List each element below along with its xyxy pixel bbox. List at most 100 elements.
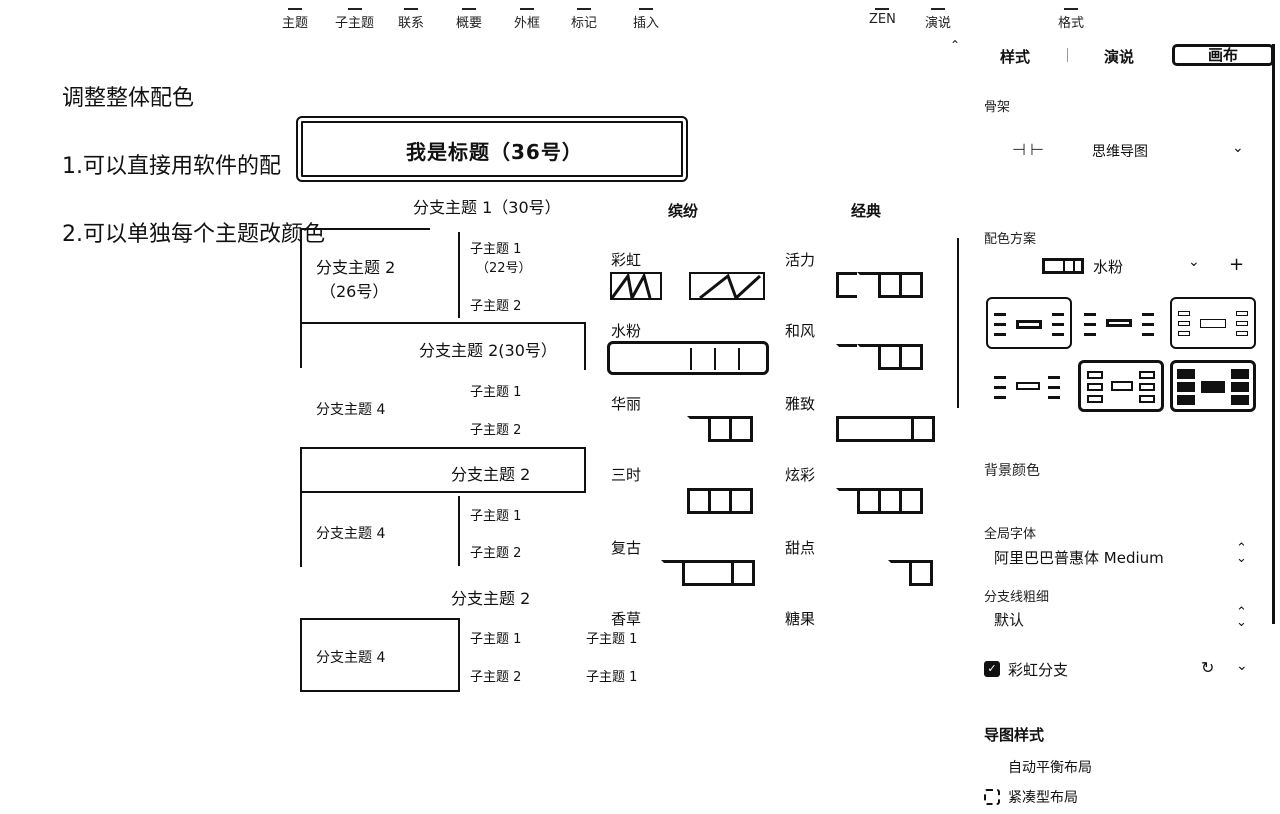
map-layout-tile-5[interactable] — [1078, 360, 1164, 412]
summary-icon — [462, 0, 476, 10]
branch-topic-2[interactable]: 分支主题 2 — [451, 589, 531, 608]
branch-topic-4[interactable]: 分支主题 4 — [316, 650, 386, 666]
subtopic-1-22-size: （22号） — [476, 261, 532, 276]
toolbar-summary-button[interactable]: 概要 — [456, 0, 482, 31]
branch-line-width-select[interactable]: 默认 — [994, 611, 1025, 629]
tab-pitch[interactable]: 演说 — [1104, 48, 1135, 66]
scheme-candy-label: 糖果 — [785, 610, 816, 628]
scheme-elegant-label: 雅致 — [785, 395, 816, 413]
toolbar-pitch-button[interactable]: 演说 — [925, 0, 951, 31]
scheme-elegant-swatch[interactable] — [836, 416, 935, 444]
skeleton-label: 骨架 — [984, 100, 1011, 115]
subtopic-2[interactable]: 子主题 2 — [470, 546, 522, 561]
branch-topic-4[interactable]: 分支主题 4 — [316, 402, 386, 418]
toolbar-relation-button[interactable]: 联系 — [398, 0, 424, 31]
scheme-gorgeous-swatch[interactable] — [687, 416, 753, 444]
palette-column-classic: 经典 — [851, 202, 882, 220]
rainbow-branch-label: 彩虹分支 — [1008, 661, 1069, 679]
scheme-gouache-swatch-selected[interactable] — [607, 341, 769, 375]
subtopic-1-22[interactable]: 子主题 1 — [470, 242, 522, 257]
scheme-vanilla-label: 香草 — [611, 610, 642, 628]
branch-topic-2-box[interactable] — [300, 447, 586, 493]
compact-layout-option: 紧凑型布局 — [1008, 790, 1078, 806]
background-color-label: 背景颜色 — [984, 463, 1040, 479]
subtopic-1[interactable]: 子主题 1 — [470, 385, 522, 400]
branch-topic-4[interactable]: 分支主题 4 — [316, 526, 386, 542]
pitch-icon — [931, 0, 945, 10]
panel-scrollbar[interactable] — [1272, 44, 1275, 624]
note-heading: 调整整体配色 — [62, 86, 195, 111]
map-layout-tile-4[interactable] — [986, 360, 1072, 412]
map-layout-tile-6[interactable] — [1170, 360, 1256, 412]
tab-style[interactable]: 样式 — [1000, 48, 1031, 66]
topic-icon — [288, 0, 302, 10]
scheme-retro-label: 复古 — [611, 539, 642, 557]
palette-column-colorful: 缤纷 — [668, 202, 699, 220]
chevron-down-icon[interactable]: ⌄ — [1188, 254, 1200, 270]
toolbar-format-button[interactable]: 格式 — [1058, 0, 1084, 31]
subtopic-1[interactable]: 子主题 1 — [470, 632, 522, 647]
toolbar-topic-button[interactable]: 主题 — [282, 0, 308, 31]
branch-topic-4-box[interactable] — [300, 618, 460, 692]
rainbow-branch-checkbox[interactable]: ✓ — [984, 661, 1000, 677]
scheme-gorgeous-label: 华丽 — [611, 395, 642, 413]
add-scheme-icon[interactable]: + — [1229, 254, 1245, 275]
global-font-label: 全局字体 — [984, 527, 1037, 542]
subtopic-2[interactable]: 子主题 2 — [470, 423, 522, 438]
scheme-preview-swatch — [1042, 258, 1084, 274]
branch-topic-2-26[interactable]: 分支主题 2 — [316, 258, 396, 277]
scheme-vitality-swatch[interactable] — [836, 272, 923, 300]
marker-icon — [577, 0, 591, 10]
collapse-chevron-icon[interactable]: ⌃ — [950, 38, 961, 52]
branch-line — [300, 228, 302, 368]
branch-line — [458, 232, 460, 318]
scheme-dazzle-swatch[interactable] — [836, 488, 923, 516]
refresh-icon[interactable]: ↻ — [1201, 658, 1215, 677]
central-topic-box[interactable] — [296, 116, 688, 182]
compact-layout-checkbox[interactable] — [984, 789, 1000, 805]
updown-chevron-icon[interactable]: ⌃⌄ — [1236, 541, 1247, 566]
format-icon — [1064, 0, 1078, 10]
scheme-wafu-swatch[interactable] — [836, 344, 923, 372]
toolbar-zen-button[interactable]: ZEN — [869, 0, 896, 27]
tab-canvas-active[interactable]: 画布 — [1172, 44, 1274, 66]
boundary-icon — [520, 0, 534, 10]
branch-line-width-label: 分支线粗细 — [984, 590, 1050, 605]
chevron-down-icon[interactable]: ⌄ — [1236, 658, 1248, 674]
scheme-sanshi-swatch[interactable] — [687, 488, 753, 516]
subtopic-2[interactable]: 子主题 2 — [470, 299, 522, 314]
updown-chevron-icon[interactable]: ⌃⌄ — [1236, 605, 1247, 630]
map-layout-tile-2[interactable] — [1078, 297, 1164, 349]
map-layout-tile-3[interactable] — [1170, 297, 1256, 349]
branch-topic-2-30-box[interactable] — [300, 322, 586, 370]
subtopic-icon — [347, 0, 362, 10]
branch-topic-2-30[interactable]: 分支主题 2(30号） — [419, 341, 557, 360]
auto-balance-option[interactable]: 自动平衡布局 — [1008, 760, 1092, 776]
subtopic-1[interactable]: 子主题 1 — [586, 632, 638, 647]
central-topic-title: 我是标题（36号） — [406, 140, 583, 164]
subtopic-1[interactable]: 子主题 1 — [586, 670, 638, 685]
scheme-retro-swatch[interactable] — [661, 560, 755, 588]
toolbar-boundary-button[interactable]: 外框 — [514, 0, 540, 31]
scheme-sanshi-label: 三时 — [611, 466, 642, 484]
zen-icon — [875, 0, 890, 10]
toolbar-marker-button[interactable]: 标记 — [571, 0, 597, 31]
popup-scrollbar[interactable] — [957, 238, 959, 408]
toolbar-subtopic-button[interactable]: 子主题 — [335, 0, 374, 31]
skeleton-select[interactable]: 思维导图 — [1092, 144, 1148, 160]
color-scheme-label: 配色方案 — [984, 232, 1037, 247]
scheme-dessert-swatch[interactable] — [888, 560, 933, 588]
global-font-select[interactable]: 阿里巴巴普惠体 Medium — [994, 549, 1164, 567]
chevron-down-icon[interactable]: ⌄ — [1232, 140, 1244, 156]
scheme-rainbow-label: 彩虹 — [611, 251, 642, 269]
scheme-rainbow-swatch[interactable] — [610, 272, 766, 303]
branch-topic-1[interactable]: 分支主题 1（30号） — [413, 198, 561, 217]
map-layout-tile-1[interactable] — [986, 297, 1072, 349]
subtopic-1[interactable]: 子主题 1 — [470, 509, 522, 524]
branch-topic-2[interactable]: 分支主题 2 — [451, 465, 531, 484]
toolbar-insert-button[interactable]: 插入 — [633, 0, 659, 31]
relation-icon — [404, 0, 418, 10]
color-scheme-select[interactable]: 水粉 — [1093, 258, 1124, 276]
scheme-vitality-label: 活力 — [785, 251, 816, 269]
subtopic-2[interactable]: 子主题 2 — [470, 670, 522, 685]
